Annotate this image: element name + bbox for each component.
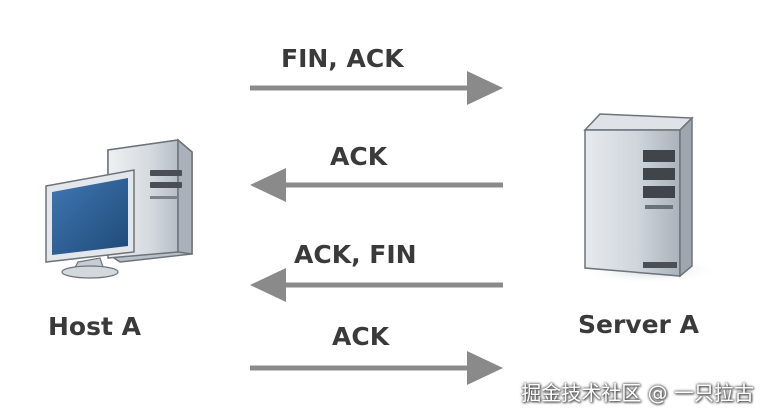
server-label: Server A xyxy=(578,310,699,339)
message-arrow xyxy=(250,71,503,105)
message-label: ACK xyxy=(330,142,388,171)
message-label: ACK, FIN xyxy=(294,240,417,269)
server-tower-icon xyxy=(580,113,720,284)
message-arrow xyxy=(250,268,503,302)
host-label: Host A xyxy=(48,312,141,341)
host-computer-icon xyxy=(45,138,193,279)
message-arrows xyxy=(250,71,503,385)
message-label: ACK xyxy=(332,322,390,351)
message-arrow xyxy=(250,351,503,385)
message-label: FIN, ACK xyxy=(281,44,404,73)
watermark-text: 掘金技术社区 @ 一只拉古 xyxy=(521,381,754,405)
message-arrow xyxy=(250,168,503,202)
